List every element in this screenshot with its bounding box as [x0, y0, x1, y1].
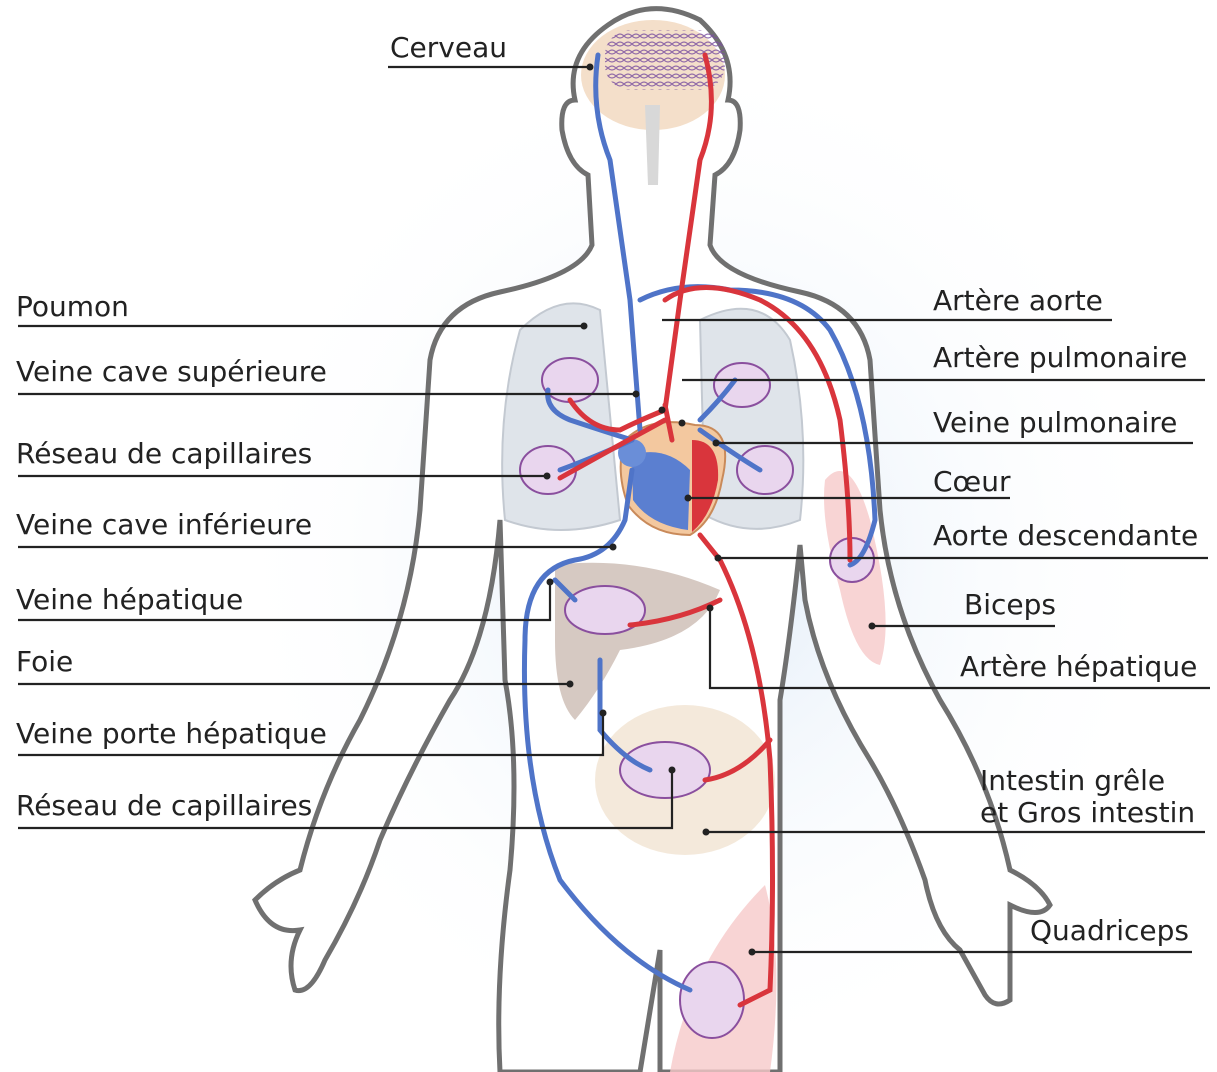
label-coeur: Cœur — [933, 466, 1010, 498]
label-veine-cave-superieure: Veine cave supérieure — [16, 356, 327, 388]
label-veine-porte-hepatique: Veine porte hépatique — [16, 718, 327, 750]
lung-capillary-3 — [714, 363, 770, 407]
label-intestin-line2: et Gros intestin — [980, 797, 1195, 829]
label-reseau-capillaires-1: Réseau de capillaires — [16, 438, 312, 470]
label-veine-pulmonaire: Veine pulmonaire — [933, 407, 1177, 439]
label-veine-cave-inferieure: Veine cave inférieure — [16, 509, 312, 541]
lung-capillary-2 — [520, 446, 576, 494]
lung-capillary-4 — [737, 446, 793, 494]
label-artere-hepatique: Artère hépatique — [960, 651, 1197, 683]
label-biceps: Biceps — [964, 589, 1056, 621]
label-quadriceps: Quadriceps — [1030, 915, 1189, 947]
lung-capillary-1 — [542, 358, 598, 402]
label-cerveau: Cerveau — [390, 32, 507, 64]
label-aorte-descendante: Aorte descendante — [933, 520, 1198, 552]
label-poumon: Poumon — [16, 291, 129, 323]
label-intestin-line1: Intestin grêle — [980, 765, 1165, 797]
label-artere-aorte: Artère aorte — [933, 285, 1103, 317]
label-artere-pulmonaire: Artère pulmonaire — [933, 342, 1187, 374]
label-reseau-capillaires-2: Réseau de capillaires — [16, 790, 312, 822]
label-veine-hepatique: Veine hépatique — [16, 584, 243, 616]
quadriceps-capillary — [680, 962, 744, 1038]
intestine-capillary — [620, 742, 710, 798]
label-foie: Foie — [16, 646, 73, 678]
